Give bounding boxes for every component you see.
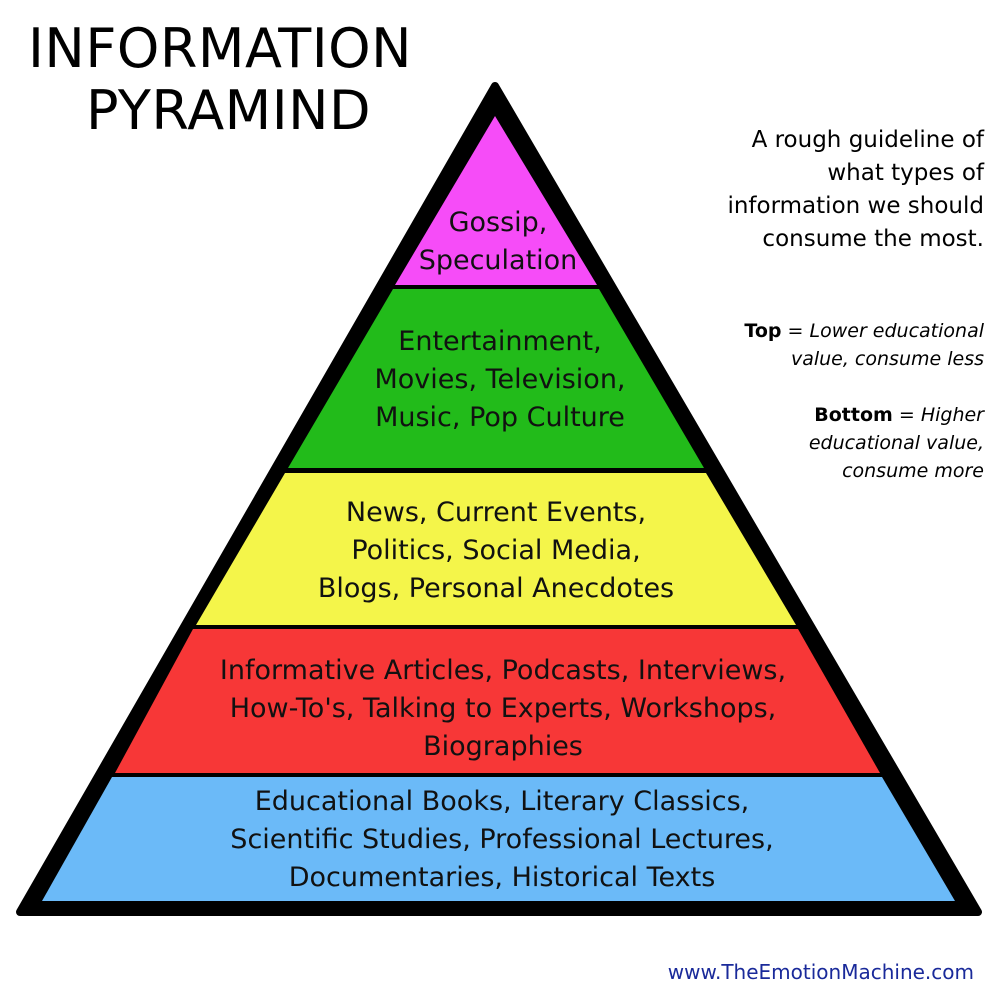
legend-top-key: Top [744,320,782,342]
tier-label-line: Music, Pop Culture [375,402,625,433]
tier-label-line: Biographies [423,731,583,762]
legend-bottom-line: consume more [842,460,984,482]
tier-5-label: Educational Books, Literary Classics, Sc… [230,783,773,897]
tier-1-band [395,116,597,285]
tier-label-line: Speculation [418,245,578,276]
tier-label-line: Blogs, Personal Anecdotes [317,573,675,604]
subtitle-line: what types of [827,160,984,186]
tier-label-line: Educational Books, Literary Classics, [254,786,750,817]
tier-label-line: Documentaries, Historical Texts [288,862,716,893]
legend-top: Top = Lower educational value, consume l… [684,317,984,373]
tier-label-line: News, Current Events, [345,497,647,528]
legend-bottom-separator: = [892,404,921,426]
title-line-1: INFORMATION [28,17,413,80]
legend-bottom-key: Bottom [814,404,893,426]
tier-label-line: How-To's, Talking to Experts, Workshops, [229,693,777,724]
legend-bottom: Bottom = Higher educational value, consu… [684,401,984,485]
legend-bottom-line: educational value, [808,432,984,454]
tier-2-label: Entertainment, Movies, Television, Music… [374,323,625,437]
subtitle-line: A rough guideline of [751,127,984,153]
tier-label-line: Entertainment, [398,326,602,357]
tier-label-line: Informative Articles, Podcasts, Intervie… [219,655,787,686]
tier-5-band [42,777,955,901]
tier-label-line: Scientific Studies, Professional Lecture… [230,824,774,855]
subtitle-line: information we should [727,193,984,219]
tier-label-line: Movies, Television, [374,364,626,395]
page-title: INFORMATION PYRAMIND [28,18,412,142]
title-line-2: PYRAMIND [86,79,372,142]
tier-4-label: Informative Articles, Podcasts, Intervie… [220,652,786,766]
tier-3-label: News, Current Events, Politics, Social M… [318,494,674,608]
subtitle-line: consume the most. [762,226,984,252]
legend-top-line: Lower educational [809,320,985,342]
tier-1-label: Gossip, Speculation [419,204,578,280]
tier-2-band [288,289,704,468]
legend-top-separator: = [781,320,810,342]
tier-3-band [196,473,796,625]
tier-label-line: Politics, Social Media, [351,535,641,566]
tier-label-line: Gossip, [448,207,548,238]
legend-bottom-line: Higher [920,404,984,426]
tier-4-band [115,629,880,773]
legend-top-line: value, consume less [790,348,984,370]
subtitle: A rough guideline of what types of infor… [664,124,984,256]
footer-website-link[interactable]: www.TheEmotionMachine.com [667,960,974,984]
